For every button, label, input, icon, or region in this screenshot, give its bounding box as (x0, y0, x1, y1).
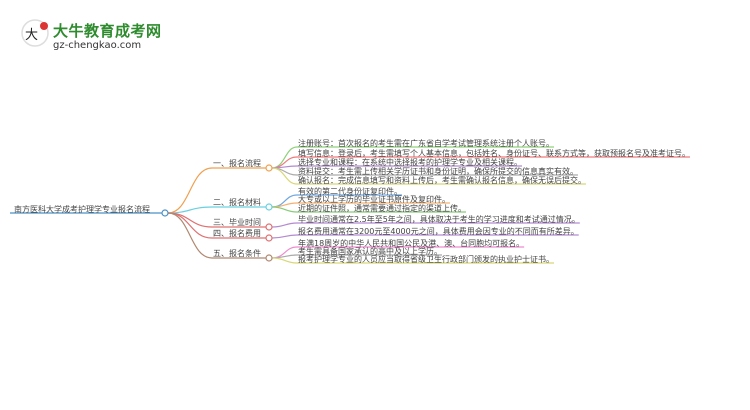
root-node[interactable] (161, 209, 169, 217)
leaf-line (271, 167, 586, 185)
branch-node[interactable] (265, 223, 273, 231)
leaf-text: 注册账号：首次报名的考生需在广东省自学考试管理系统注册个人账号。 (298, 139, 554, 148)
branch-node[interactable] (265, 254, 273, 262)
leaf-text: 毕业时间通常在2.5年至5年之间，具体取决于考生的学习进度和考试通过情况。 (298, 215, 580, 224)
leaf-text: 有效的第二代身份证复印件。 (298, 187, 402, 196)
root-label: 南方医科大学成考护理学专业报名流程 (14, 205, 150, 214)
leaf-text: 资料提交：考生需上传相关学历证书和身份证明，确保所提交的信息真实有效。 (298, 167, 578, 176)
branch-line (167, 167, 266, 214)
leaf-line (271, 257, 554, 264)
branch-node[interactable] (265, 164, 273, 172)
branch-node[interactable] (265, 203, 273, 211)
leaf-line (271, 206, 466, 213)
branch-line (167, 212, 266, 259)
leaf-text: 考生需具备国家承认的高中及以上学历。 (298, 247, 442, 256)
branch-line (167, 212, 266, 239)
leaf-text: 填写信息：登录后，考生需填写个人基本信息，包括姓名、身份证号、联系方式等，获取预… (298, 149, 690, 158)
branch-label: 三、毕业时间 (213, 218, 261, 227)
branch-label: 二、报名材料 (213, 198, 261, 207)
branch-node[interactable] (265, 234, 273, 242)
branch-label: 一、报名流程 (213, 159, 261, 168)
leaf-text: 确认报名：完成信息填写和资料上传后，考生需确认报名信息，确保无误后提交。 (298, 176, 586, 185)
leaf-line (271, 234, 579, 239)
leaf-text: 报名费用通常在3200元至4000元之间，具体费用会因专业的不同而有所差异。 (298, 227, 579, 236)
leaf-text: 大专或以上学历的毕业证书原件及复印件。 (298, 195, 450, 204)
branch-line (167, 206, 266, 214)
svg-text:大: 大 (25, 28, 38, 43)
leaf-text: 近期的证件照，通常需要通过指定的渠道上传。 (298, 204, 466, 213)
logo-title: 大牛教育成考网 (53, 22, 162, 40)
leaf-line (271, 222, 580, 228)
logo-url: gz-chengkao.com (53, 40, 142, 51)
branch-label: 四、报名费用 (213, 229, 261, 238)
logo-mark: 大 (20, 18, 52, 48)
leaf-text: 年满18周岁的中华人民共和国公民及港、澳、台同胞均可报名。 (298, 239, 525, 248)
leaf-text: 报考护理学专业的人员应当取得省级卫生行政部门颁发的执业护士证书。 (298, 255, 554, 264)
leaf-text: 选择专业和课程：在系统中选择报考的护理学专业及相关课程。 (298, 158, 522, 167)
branch-label: 五、报名条件 (213, 249, 261, 258)
